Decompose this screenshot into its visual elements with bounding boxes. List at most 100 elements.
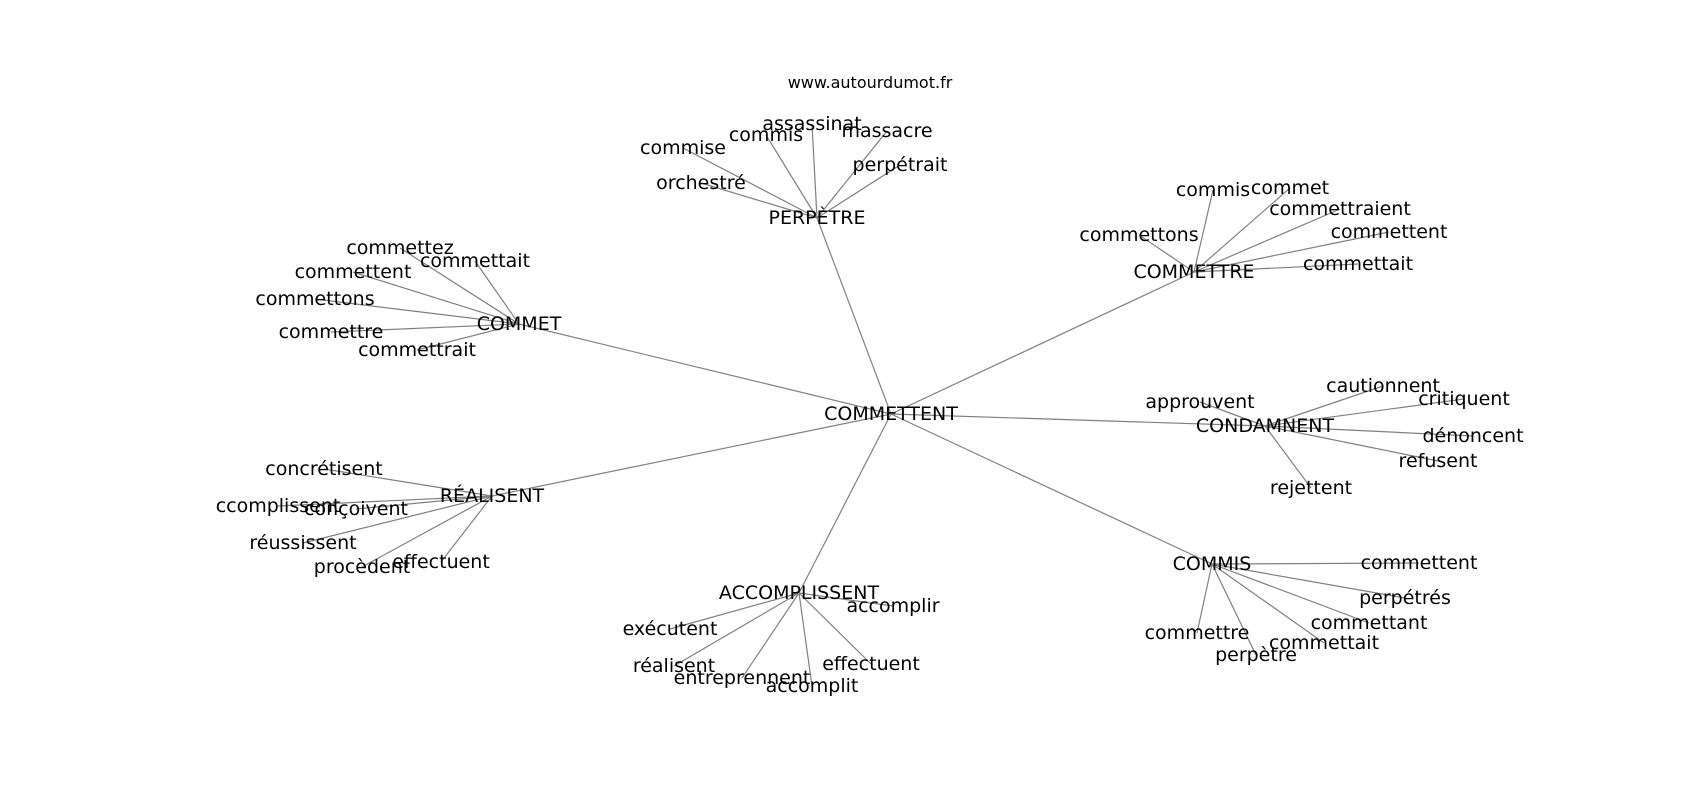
leaf-node: réalisent	[633, 655, 715, 677]
leaf-node: commettent	[1331, 221, 1448, 243]
source-label: www.autourdumot.fr	[788, 73, 953, 92]
edge-hub-leaf	[323, 468, 493, 497]
leaf-node: perpètre	[1215, 644, 1297, 666]
leaf-node: approuvent	[1145, 391, 1254, 413]
edge-hub-leaf	[765, 134, 818, 219]
leaf-node: critiquent	[1418, 388, 1510, 410]
leaf-node: dénoncent	[1422, 425, 1523, 447]
hub-node: COMMETTRE	[1133, 261, 1254, 283]
edge-hub-leaf	[1138, 234, 1195, 273]
edge-hub-leaf	[1196, 563, 1213, 634]
edge-hub-leaf	[361, 495, 493, 568]
edge-hub-leaf	[682, 147, 818, 219]
edge-hub-leaf	[355, 495, 493, 510]
edge-hub-leaf	[1211, 563, 1370, 624]
hub-node: ACCOMPLISSENT	[719, 582, 880, 604]
edge-root-hub	[890, 413, 1266, 427]
leaf-node: procèdent	[314, 556, 410, 578]
leaf-node: commis	[729, 124, 803, 146]
edge-hub-leaf	[816, 130, 888, 219]
root-node: COMMETTENT	[824, 403, 958, 425]
leaf-node: commettons	[1079, 224, 1198, 246]
edge-hub-leaf	[1211, 563, 1257, 656]
edge-hub-leaf	[352, 271, 520, 325]
edge-hub-leaf	[277, 495, 493, 507]
leaf-node: effectuent	[392, 551, 490, 573]
edge-hub-leaf	[399, 247, 520, 325]
hub-node: RÉALISENT	[440, 484, 545, 507]
edge-hub-leaf	[1193, 208, 1341, 273]
leaf-node: commise	[640, 137, 726, 159]
leaf-node: accomplir	[846, 595, 939, 617]
leaf-node: ccomplissent	[216, 495, 341, 517]
leaf-node: perpétrés	[1359, 587, 1451, 609]
leaf-node: commettent	[295, 261, 412, 283]
edge-root-hub	[518, 323, 892, 415]
edge-hub-leaf	[1264, 425, 1439, 462]
edge-hub-leaf	[314, 298, 520, 325]
edge-hub-leaf	[811, 123, 818, 219]
leaf-node: commettre	[1145, 622, 1250, 644]
leaf-node: commettent	[1361, 552, 1478, 574]
leaf-node: conçoivent	[304, 498, 408, 520]
edge-hub-leaf	[798, 592, 872, 665]
edge-root-hub	[890, 413, 1213, 565]
graph-labels: www.autourdumot.fr COMMETTENT PERPÈTRE com…	[216, 73, 1524, 697]
edge-hub-leaf	[1193, 187, 1291, 273]
hub-node: PERPÈTRE	[769, 206, 866, 229]
edge-root-hub	[816, 217, 892, 415]
edge-hub-leaf	[1211, 563, 1325, 644]
edge-hub-leaf	[1193, 231, 1390, 273]
leaf-node: commettez	[346, 237, 453, 259]
edge-hub-leaf	[798, 592, 813, 687]
edge-hub-leaf	[816, 164, 901, 219]
leaf-node: commis	[1176, 179, 1250, 201]
leaf-node: commet	[1251, 177, 1329, 199]
edge-hub-leaf	[741, 592, 800, 679]
leaf-node: commettrait	[358, 339, 476, 361]
leaf-node: exécutent	[623, 618, 718, 640]
edge-hub-leaf	[1199, 401, 1266, 427]
leaf-node: effectuent	[822, 653, 920, 675]
edge-hub-leaf	[416, 323, 520, 351]
leaf-node: assassinat	[762, 113, 861, 135]
edge-hub-leaf	[1211, 563, 1406, 599]
leaf-node: entreprennent	[674, 667, 811, 689]
leaf-node: rejettent	[1270, 477, 1352, 499]
edge-hub-leaf	[474, 260, 520, 325]
edge-hub-leaf	[1264, 425, 1474, 437]
leaf-node: refusent	[1399, 450, 1478, 472]
edge-root-hub	[798, 413, 892, 594]
leaf-node: commettre	[279, 321, 384, 343]
edge-hub-leaf	[1193, 189, 1214, 273]
leaf-node: commettraient	[1269, 198, 1411, 220]
edge-hub-leaf	[1211, 562, 1420, 565]
hub-node: COMMET	[477, 313, 562, 335]
edge-hub-leaf	[1264, 385, 1384, 427]
edge-hub-leaf	[1264, 425, 1312, 489]
hub-node: CONDAMNENT	[1196, 415, 1335, 437]
leaf-node: commettant	[1311, 612, 1428, 634]
leaf-node: cautionnent	[1326, 375, 1440, 397]
leaf-node: accomplit	[766, 675, 859, 697]
leaf-node: massacre	[841, 120, 932, 142]
graph-edges	[277, 123, 1474, 687]
leaf-node: commettait	[420, 250, 530, 272]
leaf-node: réussissent	[249, 532, 356, 554]
edge-hub-leaf	[440, 495, 493, 563]
hub-node: COMMIS	[1173, 553, 1252, 575]
edge-root-hub	[890, 271, 1195, 415]
edge-hub-leaf	[1264, 398, 1465, 427]
leaf-node: perpétrait	[853, 154, 948, 176]
edge-hub-leaf	[673, 592, 800, 667]
leaf-node: commettait	[1303, 253, 1413, 275]
edge-root-hub	[491, 413, 892, 497]
edge-hub-leaf	[798, 592, 894, 607]
edge-hub-leaf	[330, 323, 520, 333]
leaf-node: commettait	[1269, 632, 1379, 654]
leaf-node: concrétisent	[265, 458, 382, 480]
leaf-node: orchestré	[656, 172, 746, 194]
edge-hub-leaf	[669, 592, 800, 630]
leaf-node: commettons	[255, 288, 374, 310]
